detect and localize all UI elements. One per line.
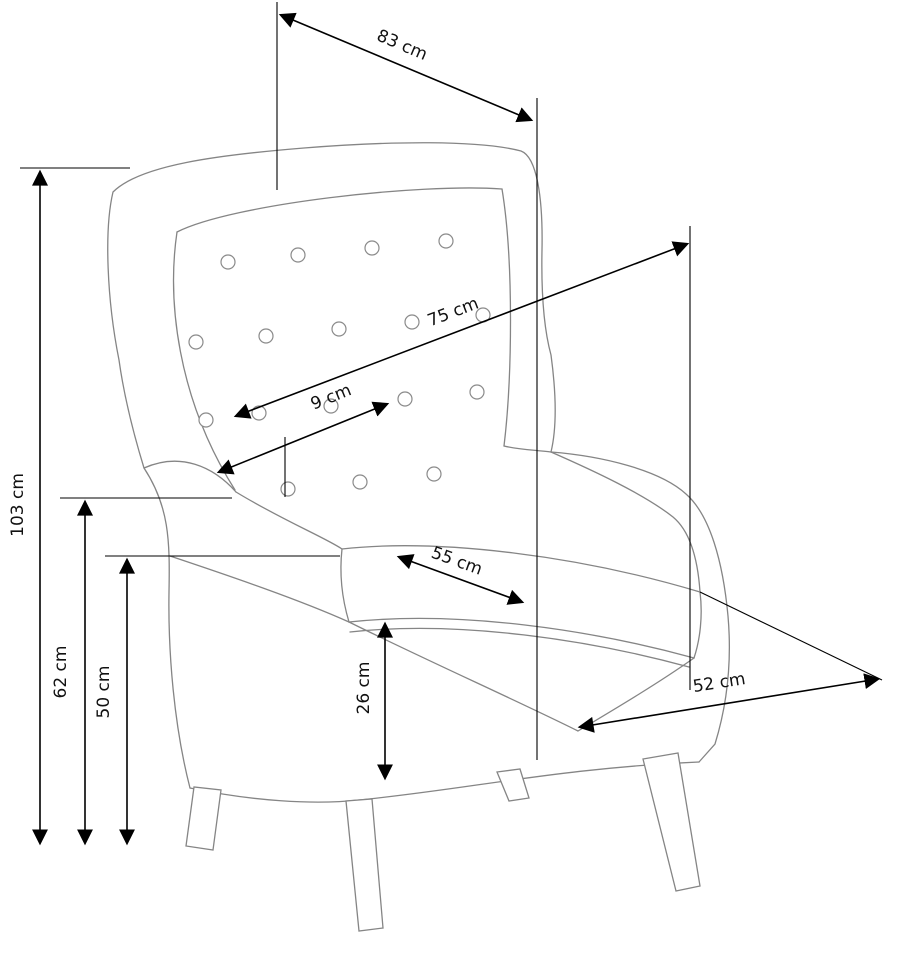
extension-line-seat-width xyxy=(699,591,883,681)
tufting-button xyxy=(438,233,454,249)
rear-right-leg xyxy=(642,752,701,892)
tufting-button xyxy=(469,384,485,400)
front-left-leg xyxy=(185,786,222,851)
dim-label-seat-width: 52 cm xyxy=(692,669,747,697)
tufting-button xyxy=(397,391,413,407)
dimension-arrow-wing-offset-9 xyxy=(216,401,390,475)
chair-front-skirt xyxy=(348,621,695,732)
tufting-button xyxy=(280,481,296,497)
dimension-annotations: 83 cm 75 cm 9 cm 103 cm 62 cm 50 cm 55 c… xyxy=(8,2,883,846)
chair-inner-back-right xyxy=(501,188,512,447)
tufting-button xyxy=(404,314,420,330)
dim-label-depth: 83 cm xyxy=(374,26,431,65)
chair-right-wing xyxy=(503,445,552,453)
chair-inner-back-left xyxy=(172,231,236,491)
tufting-button xyxy=(188,334,204,350)
dim-label-total-height: 103 cm xyxy=(8,473,28,537)
tufting-button xyxy=(220,254,236,270)
seat-cushion-left-edge xyxy=(340,548,350,623)
dim-label-seat-depth: 55 cm xyxy=(428,543,485,580)
chair-left-arm-front xyxy=(169,555,350,623)
tufting-button xyxy=(251,405,267,421)
chair-left-wing xyxy=(143,460,237,493)
chair-bottom-edge xyxy=(189,761,700,803)
tufting-button xyxy=(352,474,368,490)
dimension-arrow-seat-depth-55 xyxy=(396,554,525,605)
chair-inner-back-top xyxy=(176,187,503,233)
rear-center-leg xyxy=(496,768,530,802)
dimension-arrow-depth-83 xyxy=(278,12,534,123)
seat-cushion-piping xyxy=(349,627,690,668)
tufting-buttons xyxy=(188,233,491,497)
seat-cushion-front-seam xyxy=(348,617,695,659)
front-right-leg xyxy=(345,798,384,932)
dim-label-seat-height: 50 cm xyxy=(94,666,114,719)
dimension-arrow-seat-width-52 xyxy=(577,673,881,733)
dim-label-arm-height: 62 cm xyxy=(51,646,71,699)
tufting-button xyxy=(331,321,347,337)
dim-label-seat-front-height: 26 cm xyxy=(354,662,374,715)
chair-left-armrest xyxy=(235,491,343,550)
chair-right-armrest xyxy=(550,451,701,593)
tufting-button xyxy=(198,412,214,428)
tufting-button xyxy=(258,328,274,344)
chair-outline-back xyxy=(107,142,556,789)
seat-cushion-top-seam xyxy=(341,545,701,593)
dimension-arrow-back-diagonal-75 xyxy=(233,241,690,419)
tufting-button xyxy=(364,240,380,256)
armchair-sketch xyxy=(107,142,730,932)
tufting-button xyxy=(426,466,442,482)
seat-cushion-right-edge xyxy=(693,591,702,659)
tufting-button xyxy=(290,247,306,263)
chair-right-arm-outline xyxy=(550,451,730,763)
